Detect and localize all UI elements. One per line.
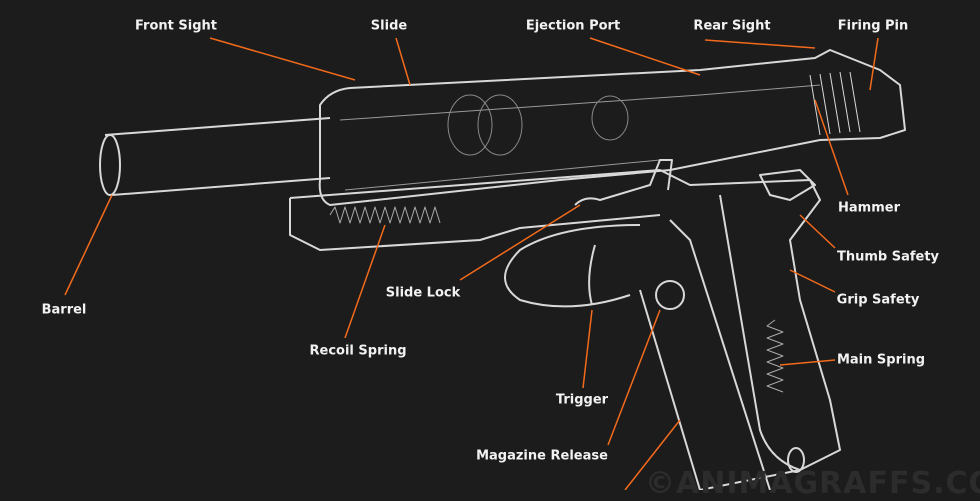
label-slide-lock: Slide Lock [385,285,461,301]
label-front-sight: Front Sight [135,18,217,34]
leader-front-sight [209,37,356,81]
label-slide: Slide [370,18,408,34]
watermark: ©ANIMAGRAFFS.COM [645,466,980,501]
barrel-outline [104,117,331,196]
leader-barrel [64,194,113,296]
leader-slide [395,37,411,86]
hammer [759,169,816,201]
leader-ejection-port [589,37,701,76]
leader-magazine-release [607,309,661,446]
leader-firing-pin [869,37,879,91]
label-grip-safety: Grip Safety [836,292,920,308]
leader-slide-lock [459,204,581,281]
label-main-spring: Main Spring [836,352,926,368]
frame-outline [289,169,841,490]
label-barrel: Barrel [41,302,87,318]
pistol-drawing [99,49,906,490]
leader-hammer [814,99,849,196]
label-magazine-release: Magazine Release [476,448,608,464]
trigger [588,244,596,306]
trigger-guard [504,224,641,308]
magazine-release-button [655,280,685,310]
leader-trigger [582,309,593,389]
slide-detail [447,94,493,156]
label-recoil-spring: Recoil Spring [309,343,407,359]
leader-thumb-safety [799,214,836,249]
leader-extra [624,419,681,490]
recoil-spring [329,206,441,224]
slide-detail [591,95,629,141]
main-spring [766,319,784,393]
label-trigger: Trigger [555,392,609,408]
grip-outline [639,194,801,490]
pistol-diagram [64,37,906,490]
slide-outline [318,49,906,206]
label-firing-pin: Firing Pin [837,18,909,34]
leader-lines [64,37,879,490]
label-hammer: Hammer [838,200,900,216]
barrel-muzzle [99,134,121,196]
leader-grip-safety [789,269,836,293]
slide-lock-lever [574,159,673,206]
label-rear-sight: Rear Sight [693,18,771,34]
grip-screw [787,447,805,473]
slide-serrations [809,71,861,136]
slide-inner [339,84,821,191]
leader-main-spring [779,359,836,366]
label-thumb-safety: Thumb Safety [836,249,940,265]
slide-detail [477,94,523,156]
leader-rear-sight [704,39,816,49]
label-ejection-port: Ejection Port [525,18,621,34]
leader-recoil-spring [344,224,386,339]
